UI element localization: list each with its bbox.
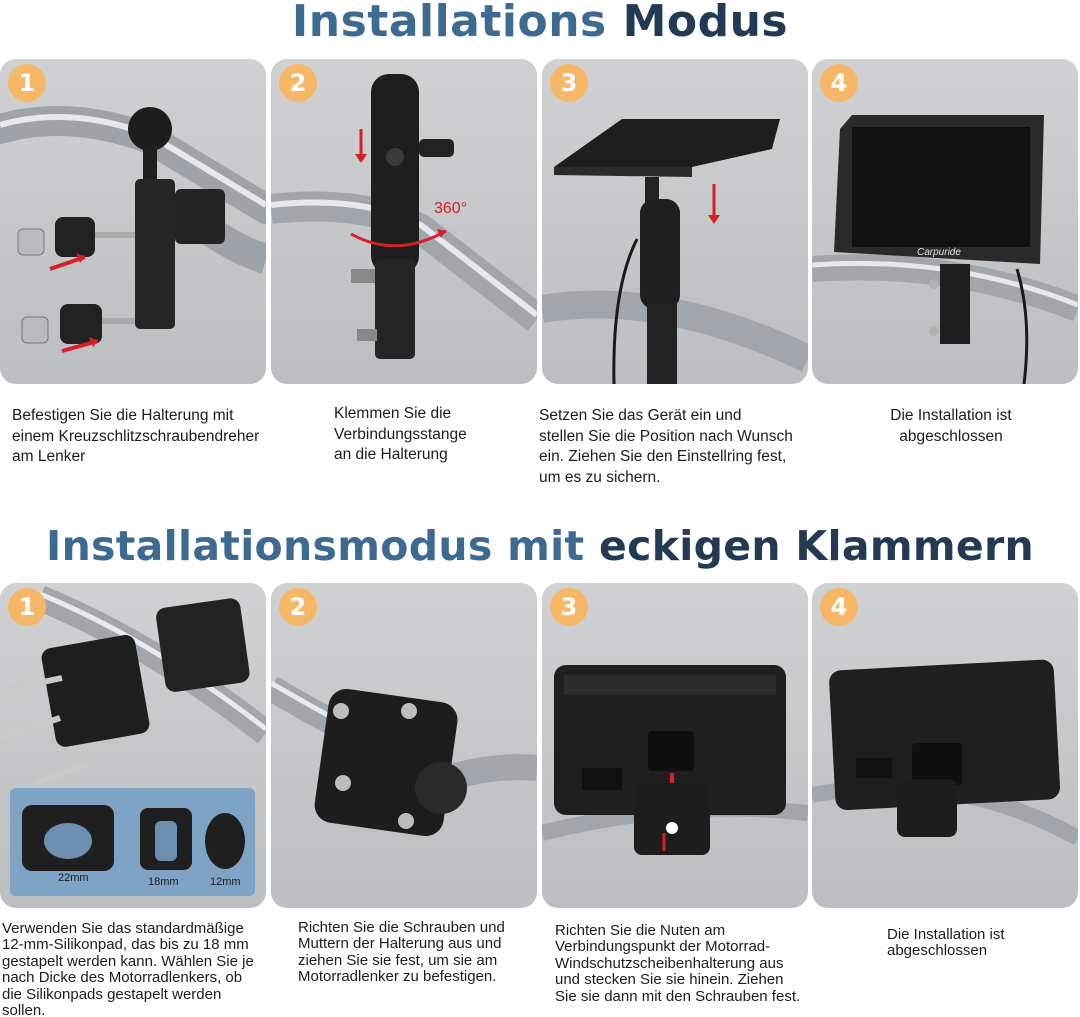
device-insert-illustration: [542, 665, 808, 855]
device-mount-illustration: [542, 119, 808, 384]
title-part-b: eckigen Klammern: [598, 522, 1034, 570]
mode1-step1-panel: 1: [0, 59, 266, 384]
rod-icon: [371, 74, 419, 274]
connecting-rod-illustration: 360°: [271, 74, 537, 359]
mode2-step2-panel: 2: [271, 583, 537, 908]
mode2-step2-caption: Richten Sie die Schrauben und Muttern de…: [298, 919, 505, 986]
ball-mount-icon: [128, 107, 172, 151]
mode2-step3-caption: Richten Sie die Nuten am Verbindungspunk…: [555, 922, 801, 1005]
installed-bracket-illustration: [812, 659, 1078, 845]
bracket-icon: [634, 783, 710, 855]
mode2-step1-panel: 1 22mm 18mm 12mm: [0, 583, 266, 908]
brand-label: Carpuride: [917, 247, 961, 258]
nut-icon: [17, 228, 45, 256]
mode1-step3-caption: Setzen Sie das Gerät ein und stellen Sie…: [539, 407, 793, 486]
step-badge: 2: [279, 64, 317, 102]
square-bracket-parts-illustration: 22mm 18mm 12mm: [0, 585, 266, 896]
title-part-a: Installationsmodus mit: [46, 522, 585, 570]
installed-device-illustration: Carpuride: [812, 115, 1078, 384]
pad-12mm-icon: [205, 813, 245, 869]
bracket-plate-icon: [41, 635, 150, 747]
title-part-b: Modus: [622, 0, 789, 47]
step-badge: 1: [8, 64, 46, 102]
size-label: 12mm: [210, 876, 241, 888]
title-part-a: Installations: [291, 0, 607, 47]
size-label: 18mm: [148, 876, 179, 888]
mode2-step4-panel: 4: [812, 583, 1078, 908]
arrow-down-icon: [355, 154, 367, 163]
bracket-on-handlebar-illustration: [271, 676, 537, 837]
step-badge: 3: [550, 588, 588, 626]
mode2-step4-caption: Die Installation ist abgeschlossen: [887, 926, 1005, 960]
size-label: 22mm: [58, 872, 89, 884]
mode1-step4-caption: Die Installation ist abgeschlossen: [890, 407, 1012, 445]
step-badge: 3: [550, 64, 588, 102]
mode1-step2-caption: Klemmen Sie die Verbindungsstange an die…: [334, 405, 467, 463]
device-cradle-icon: [554, 119, 780, 167]
step-badge: 4: [820, 64, 858, 102]
rotation-label: 360°: [434, 200, 467, 217]
mode1-step4-panel: 4 Carpuride: [812, 59, 1078, 384]
section-title-installation-mode: Installations Modus: [0, 0, 1080, 47]
mode1-step1-caption: Befestigen Sie die Halterung mit einem K…: [12, 407, 260, 465]
step-badge: 1: [8, 588, 46, 626]
step-badge: 4: [820, 588, 858, 626]
mode2-step1-caption: Verwenden Sie das standardmäßige 12-mm-S…: [2, 920, 254, 1017]
mode1-step2-panel: 2 360°: [271, 59, 537, 384]
mode2-step3-panel: 3: [542, 583, 808, 908]
section-title-square-bracket-mode: Installationsmodus mit eckigen Klammern: [0, 522, 1080, 570]
mode1-step3-panel: 3: [542, 59, 808, 384]
step-badge: 2: [279, 588, 317, 626]
handlebar-clamp-illustration: [0, 106, 266, 353]
